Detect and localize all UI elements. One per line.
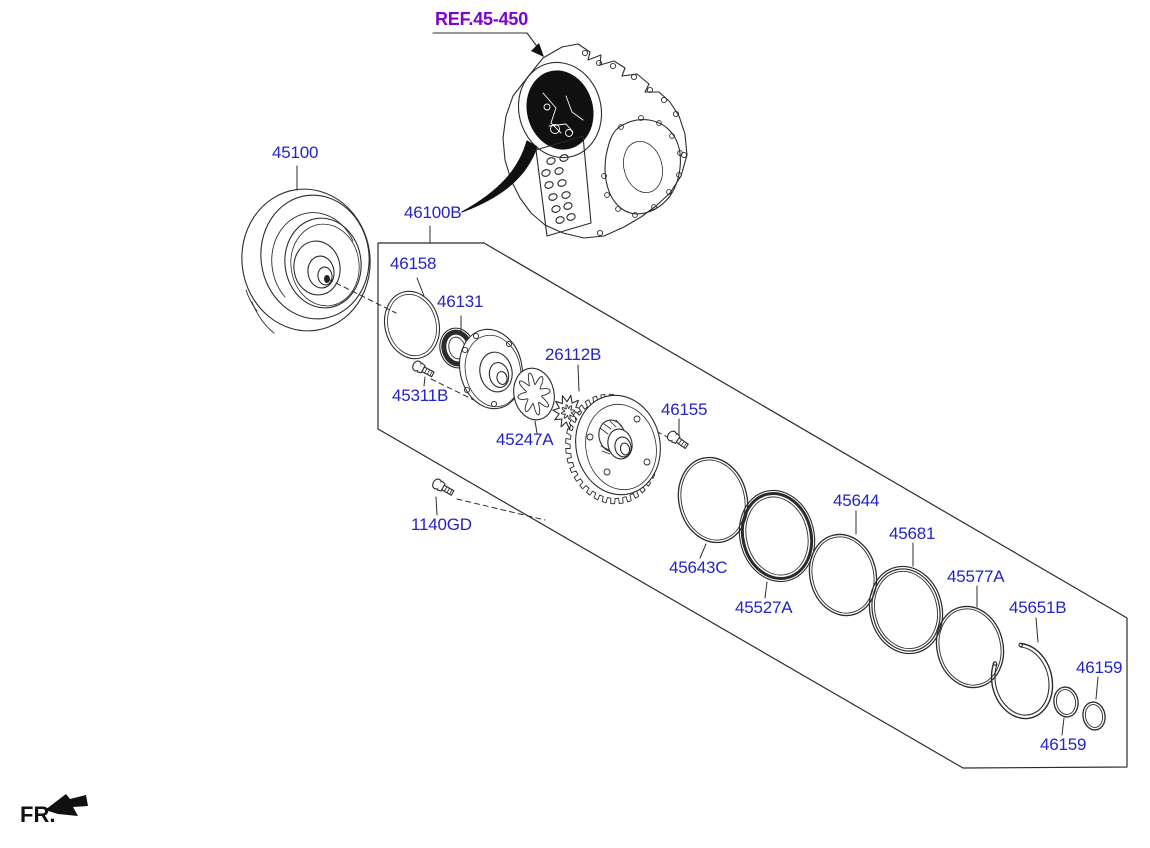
ring-45644-drawing (808, 533, 878, 617)
ring-45577a-drawing (935, 605, 1005, 689)
part-label-ref-45-450[interactable]: REF.45-450 (435, 9, 529, 29)
bolt-45311b-drawing (412, 360, 435, 378)
bolt-46155-drawing (667, 430, 689, 450)
part-label-45527a[interactable]: 45527A (735, 598, 793, 617)
bolt-1140gd-drawing (432, 478, 455, 496)
part-label-45651b[interactable]: 45651B (1009, 598, 1067, 617)
part-label-45643c[interactable]: 45643C (669, 558, 728, 577)
pump-cover-drawing (459, 328, 523, 410)
gerotor-45247a-drawing (513, 367, 555, 421)
ref-leader-arrow (432, 32, 544, 57)
part-label-46100b[interactable]: 46100B (404, 203, 462, 222)
part-label-46155[interactable]: 46155 (661, 400, 708, 419)
pump-body-drawing (565, 393, 661, 505)
part-label-45681[interactable]: 45681 (889, 524, 936, 543)
assembly-boundary-box (377, 242, 1128, 769)
part-label-1140gd[interactable]: 1140GD (411, 515, 472, 534)
part-label-46159-lower[interactable]: 46159 (1040, 735, 1087, 754)
ring-45643c-drawing (677, 456, 749, 544)
ring-46159-left-drawing (1053, 686, 1079, 718)
part-label-45311b[interactable]: 45311B (392, 386, 449, 405)
fr-direction-label: FR. (20, 802, 56, 827)
part-label-45247a[interactable]: 45247A (496, 430, 554, 449)
fr-direction-arrow-icon (45, 794, 88, 816)
ring-45681-drawing (868, 565, 944, 655)
part-label-46159-upper[interactable]: 46159 (1076, 658, 1123, 677)
transmission-case-drawing (461, 43, 688, 239)
part-label-45577a[interactable]: 45577A (947, 567, 1005, 586)
snap-ring-45651b-drawing (990, 642, 1054, 720)
oring-46158-drawing (383, 290, 441, 360)
part-label-46131[interactable]: 46131 (437, 292, 484, 311)
ring-46159-right-drawing (1082, 701, 1106, 731)
ring-45527a-drawing (738, 489, 816, 583)
torque-converter-drawing (241, 188, 371, 334)
leader-lines (296, 165, 1099, 736)
part-label-45100[interactable]: 45100 (272, 143, 319, 162)
part-label-45644[interactable]: 45644 (833, 491, 880, 510)
dashed-guide-lines (327, 278, 672, 521)
part-label-26112b[interactable]: 26112B (545, 345, 602, 364)
part-label-46158[interactable]: 46158 (390, 254, 437, 273)
